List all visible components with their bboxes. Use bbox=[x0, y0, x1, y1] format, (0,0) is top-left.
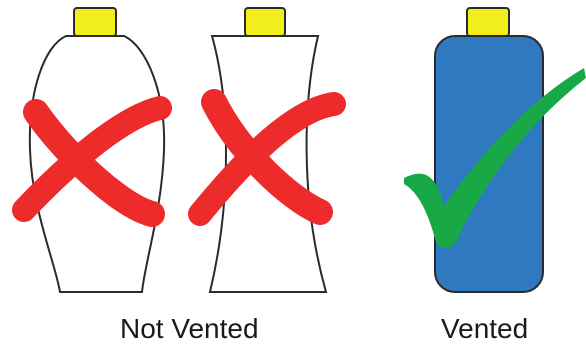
cross-mark-icon bbox=[188, 89, 346, 226]
check-mark-icon bbox=[404, 68, 586, 248]
bottle-cylinder-cap bbox=[466, 7, 510, 37]
not-vented-label: Not Vented bbox=[120, 313, 259, 344]
cross-mark-icon bbox=[12, 96, 172, 227]
vented-label: Vented bbox=[441, 313, 529, 344]
bottle-hourglass-cap bbox=[244, 7, 286, 37]
bottle-curved-cap bbox=[73, 7, 117, 37]
